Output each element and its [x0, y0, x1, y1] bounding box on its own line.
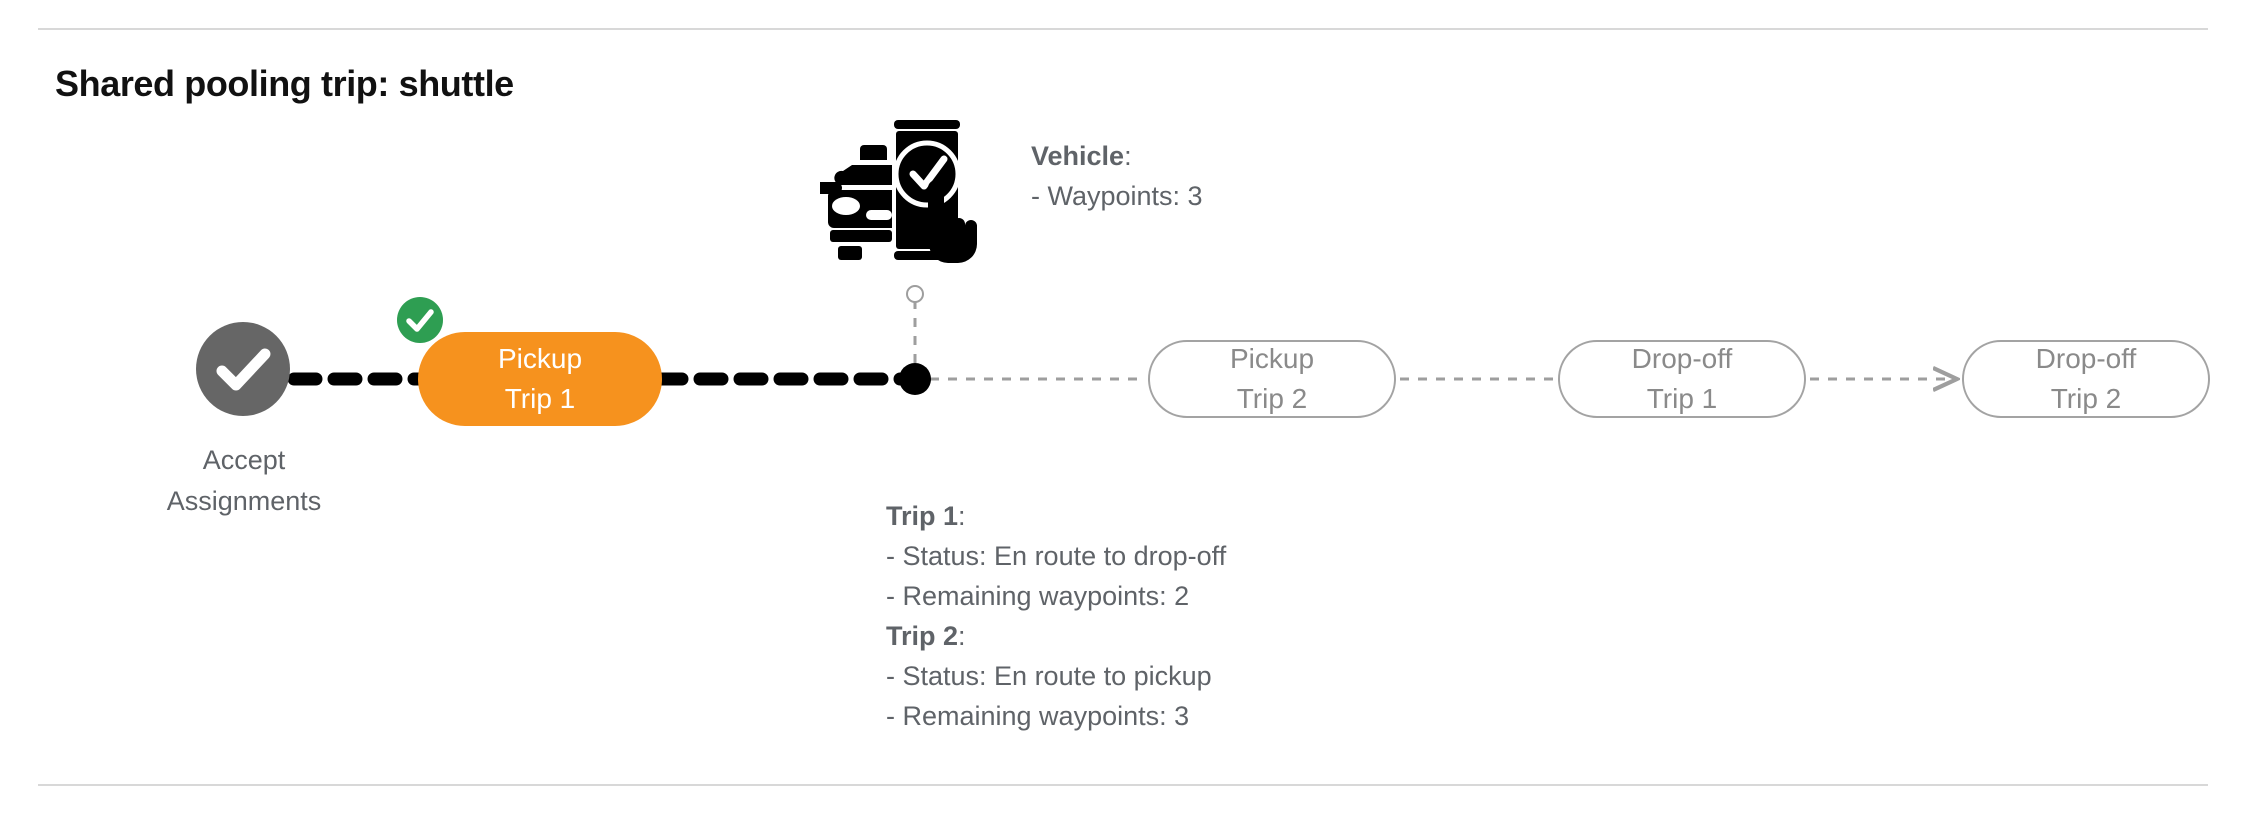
- car-phone-check-icon: [820, 118, 980, 263]
- node-pickup-trip-2-line-2: Trip 2: [1236, 383, 1308, 414]
- node-accept-assignments-label: Accept Assignments: [96, 440, 392, 522]
- vehicle-position-marker: [899, 363, 931, 395]
- node-pickup-trip-1-line-2: Trip 1: [504, 383, 576, 414]
- check-circle-icon: [216, 348, 271, 391]
- node-dropoff-trip-2[interactable]: Drop-off Trip 2: [1962, 340, 2210, 418]
- page-title: Shared pooling trip: shuttle: [55, 63, 514, 104]
- node-dropoff-trip-2-line-1: Drop-off: [2035, 343, 2137, 374]
- trip-1-heading-text: Trip 1: [886, 501, 959, 531]
- node-pickup-trip-1-line-1: Pickup: [497, 343, 583, 374]
- node-dropoff-trip-1[interactable]: Drop-off Trip 1: [1558, 340, 1806, 418]
- node-pickup-trip-2-line-1: Pickup: [1229, 343, 1315, 374]
- node-dropoff-trip-1-line-1: Drop-off: [1631, 343, 1733, 374]
- trips-annotation: Trip 1: - Status: En route to drop-off -…: [886, 496, 1226, 736]
- trip-2-heading-text: Trip 2: [886, 621, 959, 651]
- trip-1-heading-colon: :: [958, 501, 966, 531]
- accept-label-line-2: Assignments: [166, 486, 322, 516]
- bottom-divider: [38, 784, 2208, 786]
- accept-label-line-1: Accept: [202, 445, 286, 475]
- trip-1-waypoints-line: - Remaining waypoints: 2: [886, 581, 1190, 611]
- node-accept-assignments[interactable]: [196, 322, 290, 416]
- node-dropoff-trip-1-line-2: Trip 1: [1646, 383, 1718, 414]
- vehicle-heading-text: Vehicle: [1031, 141, 1125, 171]
- trip-2-status-line: - Status: En route to pickup: [886, 661, 1212, 691]
- vehicle-leader-endpoint-icon: [906, 285, 924, 303]
- trip-2-heading-colon: :: [958, 621, 966, 651]
- vehicle-waypoints-line: - Waypoints: 3: [1031, 181, 1203, 211]
- trip-2-waypoints-line: - Remaining waypoints: 3: [886, 701, 1190, 731]
- trip-1-heading: Trip 1:: [886, 496, 1226, 536]
- node-dropoff-trip-2-line-2: Trip 2: [2050, 383, 2122, 414]
- vehicle-annotation: Vehicle: - Waypoints: 3: [1031, 136, 1203, 216]
- trip-2-heading: Trip 2:: [886, 616, 1226, 656]
- node-pickup-trip-2[interactable]: Pickup Trip 2: [1148, 340, 1396, 418]
- node-pickup-trip-1[interactable]: Pickup Trip 1: [418, 332, 662, 426]
- vehicle-heading-colon: :: [1124, 141, 1132, 171]
- check-badge-icon: [397, 297, 443, 343]
- vehicle-annotation-heading: Vehicle:: [1031, 136, 1203, 176]
- top-divider: [38, 28, 2208, 30]
- trip-1-status-line: - Status: En route to drop-off: [886, 541, 1227, 571]
